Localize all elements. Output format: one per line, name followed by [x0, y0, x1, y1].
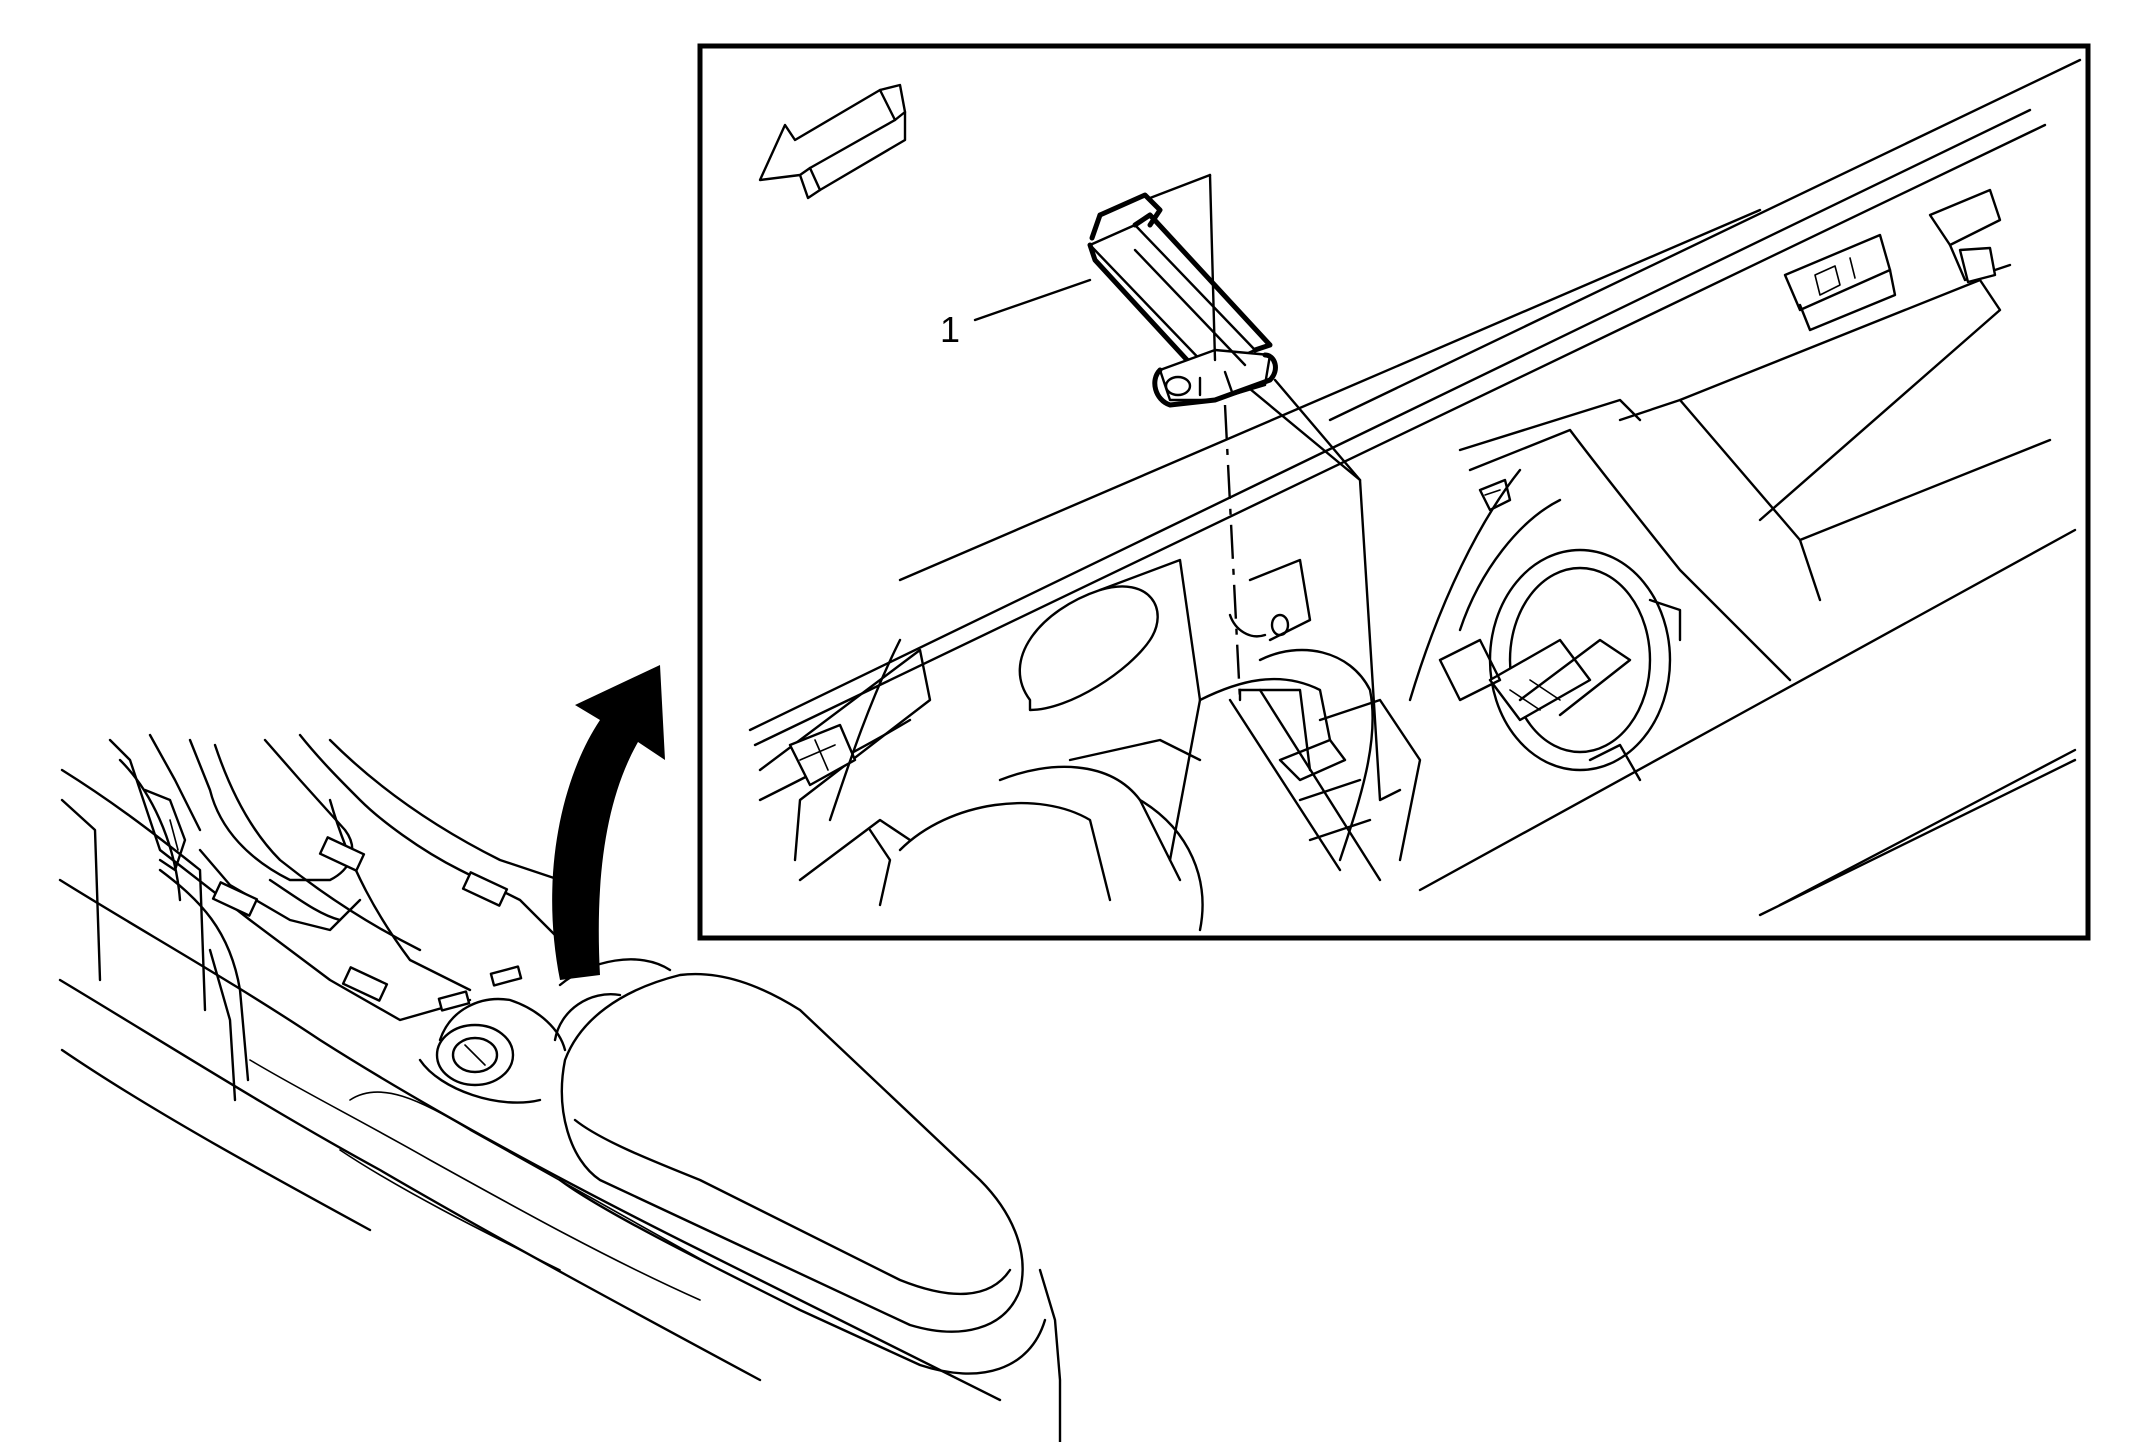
direction-arrow-icon — [758, 83, 907, 200]
inset-frame — [697, 43, 2091, 941]
bracket-component — [1087, 173, 1362, 482]
callout-1: 1 — [940, 278, 1092, 350]
center-console-overview — [58, 733, 1062, 1442]
callout-1-label: 1 — [940, 309, 960, 350]
detail-inset — [697, 43, 2091, 941]
removal-arrow-icon — [552, 665, 665, 980]
callout-1-leader — [973, 278, 1092, 322]
